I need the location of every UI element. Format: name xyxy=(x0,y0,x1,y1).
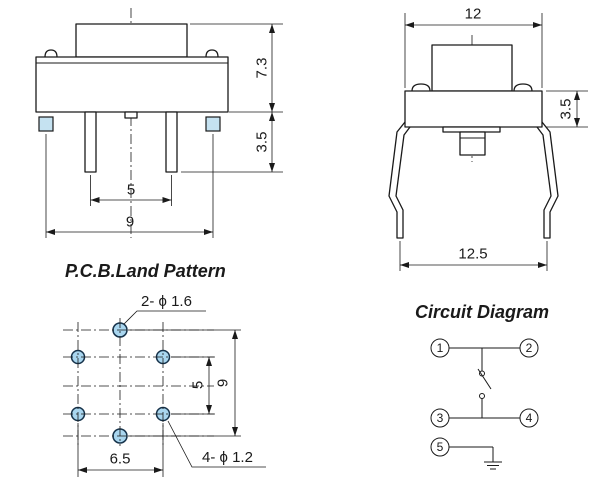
front-pin-left xyxy=(84,111,97,173)
front-dim-pin-pitch-label: 5 xyxy=(127,182,135,199)
side-bottom-strip xyxy=(442,126,501,133)
circuit-diagram: Circuit Diagram 1 2 3 4 xyxy=(415,302,549,470)
switch-contact-bottom xyxy=(479,393,485,399)
circuit-title: Circuit Diagram xyxy=(415,302,549,322)
pcb-callout-small-leader xyxy=(167,420,266,468)
front-dome-right xyxy=(205,49,219,58)
side-center-peg xyxy=(459,131,486,156)
pcb-dim-row-pitch-label: 5 xyxy=(190,381,207,389)
side-dim-width-label: 12 xyxy=(465,6,482,23)
terminal-4: 4 xyxy=(519,408,539,428)
front-pad-left xyxy=(38,116,54,132)
side-lead-left xyxy=(388,121,411,239)
front-pad-right xyxy=(205,116,221,132)
side-dim-lead-span-label: 12.5 xyxy=(458,246,487,263)
pcb-holes xyxy=(70,322,171,444)
side-lead-right xyxy=(536,121,559,239)
side-dim-body-height-label: 3.5 xyxy=(558,99,575,120)
front-dim-width-label: 9 xyxy=(126,214,134,231)
front-center-tab xyxy=(124,111,138,119)
ground-icon xyxy=(484,461,502,470)
side-button xyxy=(431,44,513,92)
front-view: 7.3 3.5 5 9 xyxy=(35,8,283,238)
pcb-dim-total-height-label: 9 xyxy=(215,379,232,387)
terminal-number: 5 xyxy=(437,440,444,454)
pcb-callout-large-leader xyxy=(123,310,206,325)
front-button xyxy=(75,23,188,58)
pcb-callout-small-label: 4- ϕ 1.2 xyxy=(202,449,253,466)
switch-lever xyxy=(477,368,492,390)
front-dome-left xyxy=(44,49,58,58)
front-pin-right xyxy=(165,111,178,173)
side-view: 12 3.5 12.5 xyxy=(388,6,588,271)
pcb-title: P.C.B.Land Pattern xyxy=(65,261,226,281)
terminal-number: 4 xyxy=(526,411,533,425)
terminal-5: 5 xyxy=(430,437,450,457)
pcb-land-pattern: P.C.B.Land Pattern 2- ϕ 1.6 5 xyxy=(63,261,266,477)
terminal-3: 3 xyxy=(430,408,450,428)
terminal-2: 2 xyxy=(519,338,539,358)
front-dim-pin-length-label: 3.5 xyxy=(254,132,271,153)
front-body xyxy=(35,56,229,113)
pcb-callout-large-label: 2- ϕ 1.6 xyxy=(141,293,192,310)
pcb-dim-column-pitch-label: 6.5 xyxy=(110,451,131,468)
terminal-1: 1 xyxy=(430,338,450,358)
terminal-number: 1 xyxy=(437,341,444,355)
side-dome-left xyxy=(411,83,431,92)
terminal-number: 2 xyxy=(526,341,533,355)
side-dome-right xyxy=(513,83,533,92)
side-body xyxy=(404,90,543,128)
front-dim-height-label: 7.3 xyxy=(254,58,271,79)
terminal-number: 3 xyxy=(437,411,444,425)
